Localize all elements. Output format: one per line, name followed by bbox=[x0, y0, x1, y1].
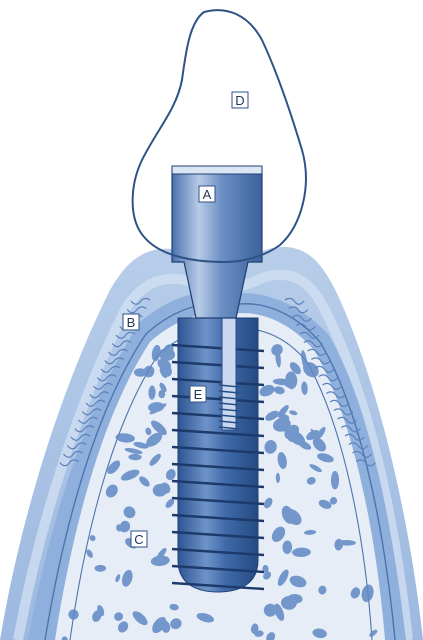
svg-text:C: C bbox=[134, 532, 143, 547]
label-d: D bbox=[232, 92, 248, 108]
svg-text:E: E bbox=[194, 387, 203, 402]
svg-text:A: A bbox=[203, 187, 212, 202]
implant-fixture bbox=[172, 318, 264, 592]
trabecular-cell bbox=[95, 565, 107, 572]
svg-text:D: D bbox=[235, 93, 244, 108]
svg-text:B: B bbox=[127, 315, 136, 330]
label-e: E bbox=[190, 386, 206, 402]
label-b: B bbox=[123, 314, 139, 330]
crown-outline bbox=[133, 10, 306, 262]
abutment-screw bbox=[219, 300, 239, 430]
label-c: C bbox=[131, 531, 147, 547]
label-a: A bbox=[199, 186, 215, 202]
trabecular-cell bbox=[331, 471, 339, 489]
